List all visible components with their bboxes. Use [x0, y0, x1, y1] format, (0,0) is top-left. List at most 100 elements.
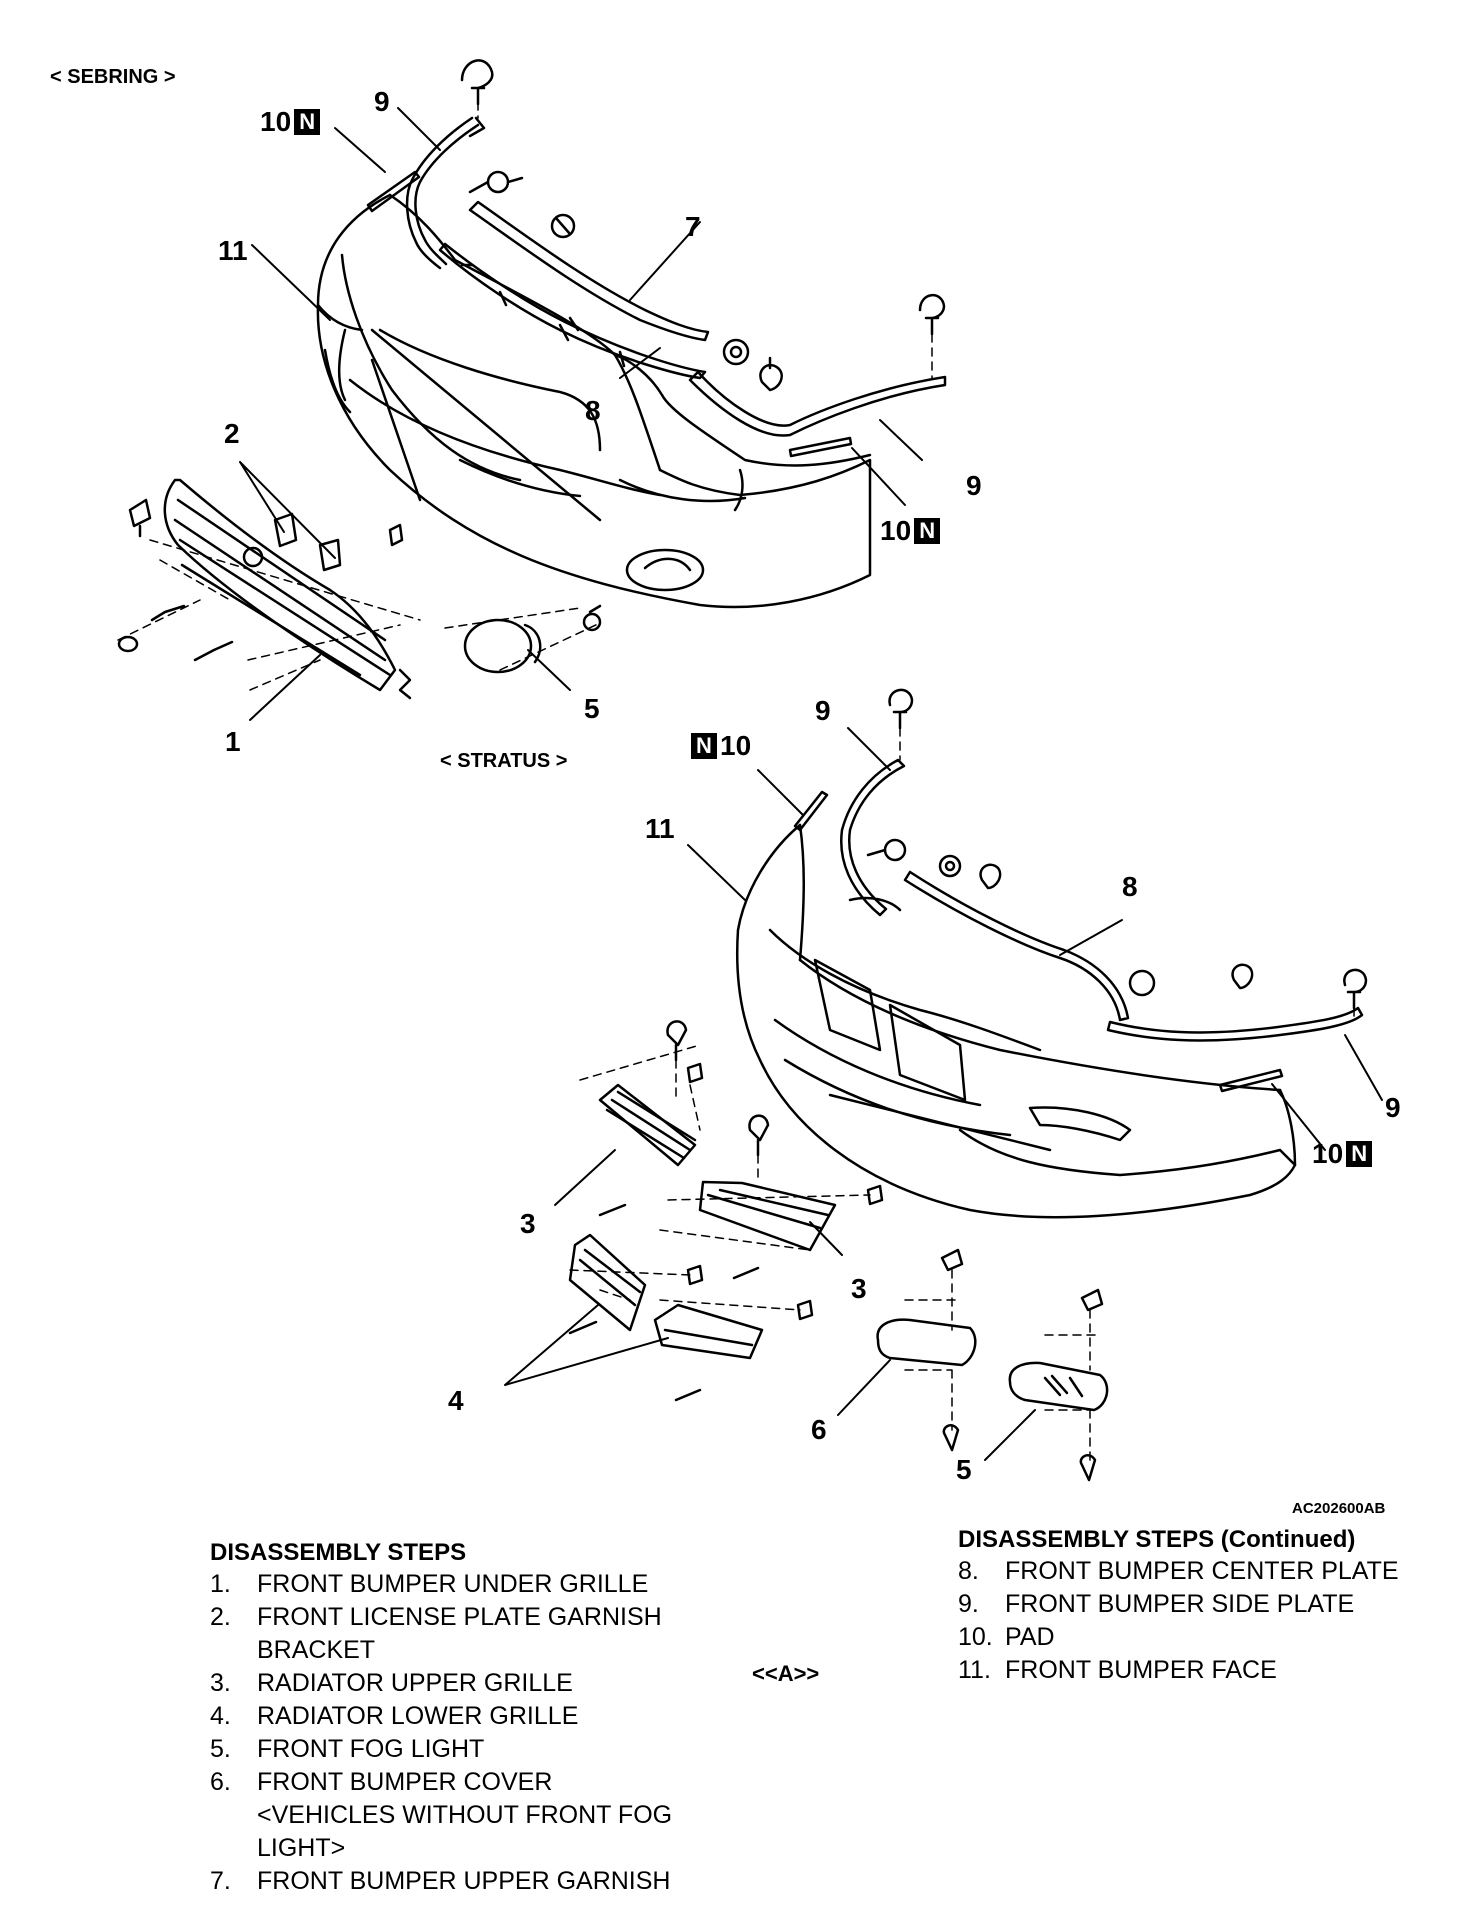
stratus-leader-lines	[504, 727, 1383, 1461]
callout-number: 10	[880, 515, 912, 546]
step-text: RADIATOR UPPER GRILLE	[257, 1669, 573, 1697]
stratus-upper-grille-right	[698, 1180, 837, 1252]
callout-9-stratus-left: 9	[815, 695, 831, 726]
callout-11-stratus: 11	[645, 813, 675, 844]
sebring-bumper-face	[316, 193, 872, 609]
step-item: 3. RADIATOR UPPER GRILLE	[210, 1667, 672, 1700]
stratus-bumper-face	[735, 823, 1297, 1219]
section-label-sebring: < SEBRING >	[50, 66, 176, 88]
step-text: FRONT BUMPER SIDE PLATE	[1005, 1590, 1355, 1618]
step-text: FRONT BUMPER UNDER GRILLE	[257, 1570, 649, 1598]
step-text: FRONT BUMPER COVER <VEHICLES WITHOUT FRO…	[257, 1768, 673, 1862]
new-part-mark: N	[691, 733, 717, 759]
step-text: FRONT BUMPER CENTER PLATE	[1005, 1557, 1399, 1585]
stratus-side-plate-left	[840, 758, 906, 917]
sebring-fog-light	[463, 604, 602, 674]
steps-title-left: DISASSEMBLY STEPS	[210, 1539, 467, 1566]
step-item: 11. FRONT BUMPER FACE	[958, 1654, 1399, 1687]
step-text: PAD	[1005, 1623, 1055, 1651]
callout-8-sebring: 8	[585, 395, 601, 426]
callout-4-stratus: 4	[448, 1385, 464, 1416]
sebring-grille-fasteners	[117, 498, 412, 700]
note-reference-a: <<A>>	[752, 1661, 820, 1686]
step-item: 4. RADIATOR LOWER GRILLE	[210, 1700, 672, 1733]
stratus-lower-grille-right	[653, 1303, 764, 1360]
callout-number: 10	[1312, 1138, 1344, 1169]
callout-7-sebring: 7	[685, 211, 701, 242]
step-number: 3.	[210, 1669, 231, 1697]
new-part-mark: N	[914, 518, 941, 544]
step-item: 10. PAD	[958, 1621, 1399, 1654]
step-number: 9.	[958, 1590, 979, 1618]
new-part-mark: N	[1346, 1141, 1373, 1167]
step-number: 7.	[210, 1867, 231, 1895]
step-item: 1. FRONT BUMPER UNDER GRILLE	[210, 1568, 672, 1601]
callout-6-stratus: 6	[811, 1414, 827, 1445]
sebring-pad-left	[366, 170, 421, 213]
step-number: 1.	[210, 1570, 231, 1598]
sebring-leader-lines	[239, 107, 923, 721]
step-item: 5. FRONT FOG LIGHT	[210, 1733, 672, 1766]
callout-number: 10	[720, 730, 752, 761]
new-part-mark: N	[294, 109, 321, 135]
stratus-center-plate	[903, 870, 1130, 1022]
step-text: FRONT BUMPER FACE	[1005, 1656, 1277, 1684]
sebring-license-bracket	[273, 512, 404, 572]
step-number: 2.	[210, 1603, 231, 1631]
callout-9-stratus-right: 9	[1385, 1092, 1401, 1123]
step-number: 10.	[958, 1623, 993, 1651]
step-text: FRONT FOG LIGHT	[257, 1735, 485, 1763]
step-number: 4.	[210, 1702, 231, 1730]
callout-2-sebring: 2	[224, 418, 240, 449]
step-number: 8.	[958, 1557, 979, 1585]
step-item: 8. FRONT BUMPER CENTER PLATE	[958, 1555, 1399, 1588]
step-item: 7. FRONT BUMPER UPPER GARNISH	[210, 1865, 672, 1898]
step-item: 6. FRONT BUMPER COVER <VEHICLES WITHOUT F…	[210, 1766, 672, 1865]
stratus-fasteners	[568, 1020, 1104, 1482]
step-text: RADIATOR LOWER GRILLE	[257, 1702, 579, 1730]
steps-list-right: 8. FRONT BUMPER CENTER PLATE 9. FRONT BUMP…	[958, 1555, 1399, 1687]
sebring-center-plate	[438, 242, 707, 380]
callout-1-sebring: 1	[225, 726, 241, 757]
exploded-view-diagram	[117, 59, 1383, 1482]
step-item: 9. FRONT BUMPER SIDE PLATE	[958, 1588, 1399, 1621]
stratus-assembly-lines	[569, 727, 1355, 1461]
stratus-side-plate-right	[1106, 1006, 1364, 1042]
callout-9-sebring-right: 9	[966, 470, 982, 501]
sebring-side-plate-left	[405, 116, 486, 270]
stratus-pad-right	[1218, 1068, 1284, 1093]
section-label-stratus: < STRATUS >	[440, 750, 568, 772]
stratus-bumper-cover	[876, 1318, 977, 1367]
sebring-upper-garnish	[468, 200, 710, 342]
sebring-under-grille	[163, 478, 397, 692]
stratus-lower-grille-left	[568, 1233, 647, 1332]
callout-3-stratus-right: 3	[851, 1273, 867, 1304]
stratus-fog-light	[1008, 1361, 1109, 1412]
step-text: FRONT BUMPER UPPER GARNISH	[257, 1867, 671, 1895]
sebring-pad-right	[788, 436, 853, 458]
callout-5-sebring: 5	[584, 693, 600, 724]
stratus-upper-grille-left	[598, 1083, 697, 1167]
figure-code: AC202600AB	[1292, 1500, 1386, 1517]
callout-11-sebring: 11	[218, 235, 248, 266]
step-number: 6.	[210, 1768, 231, 1796]
sebring-side-plate-right	[688, 370, 947, 437]
stratus-clips	[866, 688, 1368, 1010]
callout-8-stratus: 8	[1122, 871, 1138, 902]
stratus-pad-left	[793, 790, 829, 832]
callout-5-stratus: 5	[956, 1454, 972, 1485]
steps-title-right: DISASSEMBLY STEPS (Continued)	[958, 1526, 1356, 1553]
step-number: 5.	[210, 1735, 231, 1763]
step-number: 11.	[958, 1656, 991, 1684]
callout-number: 10	[260, 106, 292, 137]
steps-list-left: 1. FRONT BUMPER UNDER GRILLE 2. FRONT LICE…	[210, 1568, 672, 1898]
step-text: FRONT LICENSE PLATE GARNISH BRACKET	[257, 1603, 662, 1664]
callout-3-stratus-left: 3	[520, 1208, 536, 1239]
callout-9-sebring-left: 9	[374, 86, 390, 117]
sebring-assembly-lines	[117, 87, 933, 691]
step-item: 2. FRONT LICENSE PLATE GARNISH BRACKET	[210, 1601, 672, 1667]
